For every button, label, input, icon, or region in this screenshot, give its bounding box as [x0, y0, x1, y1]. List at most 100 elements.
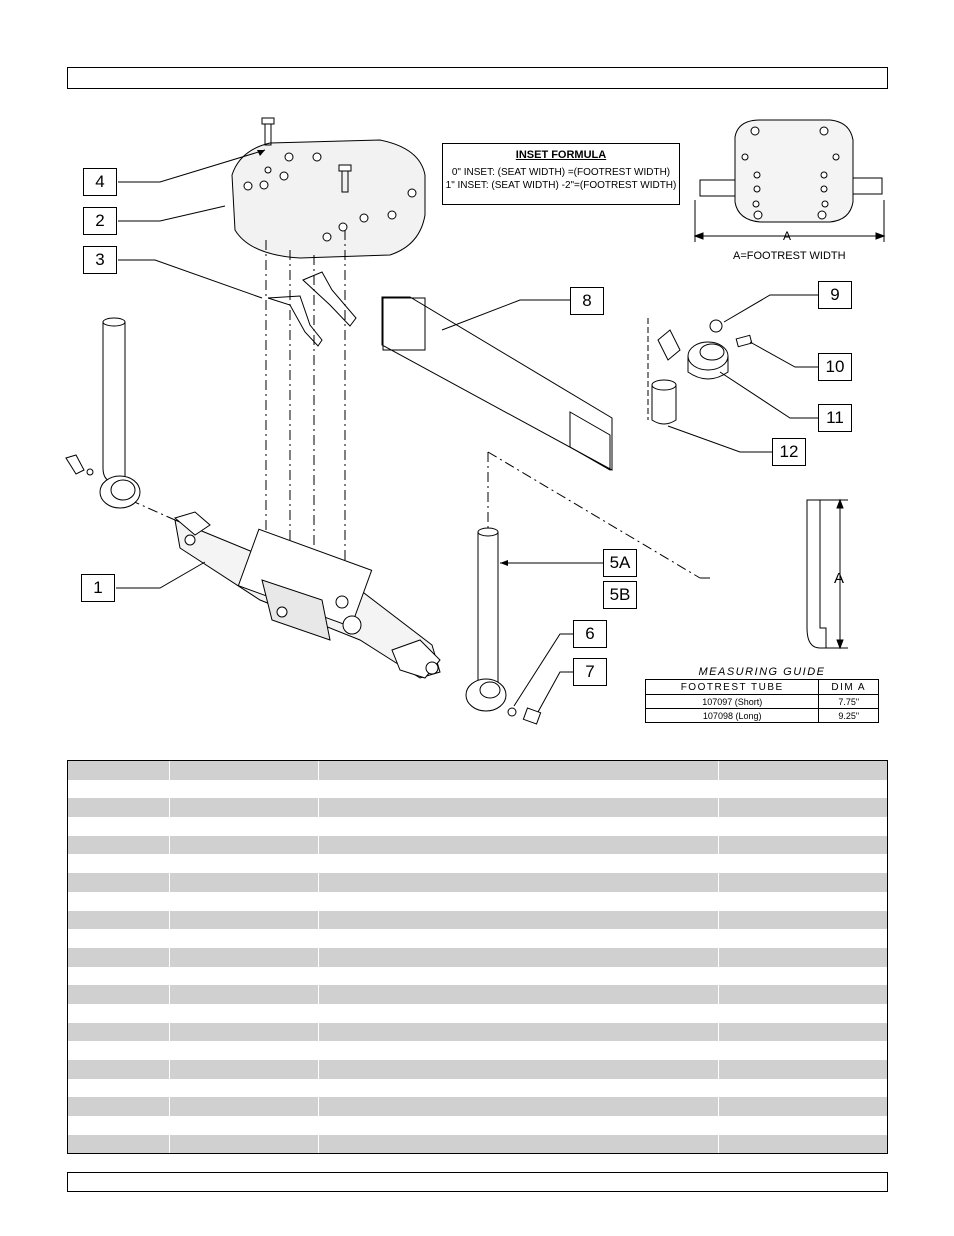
table-cell	[68, 966, 170, 986]
table-cell	[319, 798, 719, 818]
table-row	[68, 947, 887, 967]
table-cell	[68, 854, 170, 874]
table-cell	[319, 873, 719, 892]
table-cell	[170, 985, 319, 1004]
callout-5b: 5B	[603, 581, 637, 609]
callout-1: 1	[81, 574, 115, 602]
table-cell	[319, 761, 719, 780]
table-cell	[68, 761, 170, 780]
table-row	[68, 1116, 887, 1135]
inset-formula-line2: 1" INSET: (SEAT WIDTH) -2"=(FOOTREST WID…	[445, 180, 677, 191]
table-cell	[170, 854, 319, 874]
table-cell	[170, 1097, 319, 1117]
table-cell	[719, 892, 887, 911]
table-cell	[719, 1079, 887, 1098]
footrest-width-caption: A=FOOTREST WIDTH	[733, 250, 846, 262]
table-cell	[170, 1078, 319, 1098]
table-cell	[170, 1060, 319, 1079]
callout-7: 7	[573, 658, 607, 686]
callout-12: 12	[772, 438, 806, 466]
table-row: 107097 (Short) 7.75"	[644, 694, 879, 709]
table-row	[68, 985, 887, 1004]
table-cell	[719, 1060, 887, 1079]
table-row	[68, 929, 887, 948]
table-cell	[68, 985, 170, 1004]
table-cell	[170, 873, 319, 892]
table-cell	[719, 780, 887, 799]
table-row	[68, 1003, 887, 1023]
table-cell	[719, 817, 887, 836]
table-cell	[68, 835, 170, 855]
table-cell	[170, 1116, 319, 1135]
measuring-guide-table: FOOTREST TUBE DIM A 107097 (Short) 7.75"…	[644, 679, 879, 723]
table-cell	[170, 966, 319, 986]
table-cell	[719, 929, 887, 948]
clip-right	[302, 271, 357, 327]
table-cell	[719, 854, 887, 873]
table-row	[68, 1134, 887, 1153]
table-cell	[68, 873, 170, 892]
table-row	[68, 873, 887, 892]
callout-5a: 5A	[603, 549, 637, 577]
footrest-plate-view	[734, 119, 854, 223]
table-row	[68, 1097, 887, 1117]
table-row	[68, 1060, 887, 1079]
table-row	[68, 891, 887, 911]
table-cell	[68, 798, 170, 818]
table-row	[68, 835, 887, 855]
side-dim-label: A	[834, 570, 845, 587]
left-footrest-tube	[102, 321, 126, 483]
table-cell	[170, 947, 319, 967]
mg-header-tube: FOOTREST TUBE	[644, 679, 820, 695]
table-cell	[719, 1135, 887, 1153]
table-cell	[68, 1022, 170, 1042]
table-cell	[319, 985, 719, 1004]
callout-2: 2	[83, 207, 117, 235]
table-cell	[719, 836, 887, 855]
mg-cell-tube: 107098 (Long)	[644, 708, 820, 723]
inset-formula-line1: 0" INSET: (SEAT WIDTH) =(FOOTREST WIDTH)	[451, 167, 671, 178]
footer-bar	[67, 1172, 888, 1192]
callout-4: 4	[83, 168, 117, 196]
table-row	[68, 779, 887, 799]
table-cell	[319, 1022, 719, 1042]
table-cell	[170, 817, 319, 836]
measuring-guide-title: MEASURING GUIDE	[698, 666, 826, 678]
table-cell	[319, 1116, 719, 1135]
callout-3: 3	[83, 246, 117, 274]
exploded-parts-diagram	[65, 117, 886, 725]
header-bar	[67, 67, 888, 89]
table-cell	[170, 1003, 319, 1023]
table-cell	[68, 947, 170, 967]
mg-cell-dim: 7.75"	[818, 694, 879, 709]
table-row	[68, 1041, 887, 1060]
table-cell	[719, 948, 887, 967]
table-cell	[68, 1003, 170, 1023]
table-cell	[68, 1060, 170, 1079]
table-cell	[319, 1078, 719, 1098]
table-cell	[319, 817, 719, 836]
table-cell	[319, 1041, 719, 1060]
socket-insert	[651, 385, 677, 425]
table-row	[68, 761, 887, 780]
footrest-dim-label: A	[783, 229, 792, 243]
inset-formula-title: INSET FORMULA	[515, 149, 607, 161]
table-cell	[319, 779, 719, 799]
inset-formula-box: INSET FORMULA 0" INSET: (SEAT WIDTH) =(F…	[442, 143, 680, 205]
table-cell	[719, 1041, 887, 1060]
table-cell	[719, 985, 887, 1004]
table-cell	[170, 1022, 319, 1042]
side-view-tube	[806, 499, 827, 649]
calf-strap	[381, 296, 613, 471]
table-cell	[719, 1023, 887, 1042]
table-cell	[719, 761, 887, 780]
table-cell	[170, 1041, 319, 1060]
table-cell	[68, 817, 170, 836]
table-cell	[68, 1041, 170, 1060]
table-row: 107098 (Long) 9.25"	[644, 708, 879, 723]
mg-cell-tube: 107097 (Short)	[644, 694, 820, 709]
callout-10: 10	[818, 353, 852, 381]
table-cell	[68, 779, 170, 799]
table-cell	[170, 835, 319, 855]
table-cell	[319, 1097, 719, 1117]
